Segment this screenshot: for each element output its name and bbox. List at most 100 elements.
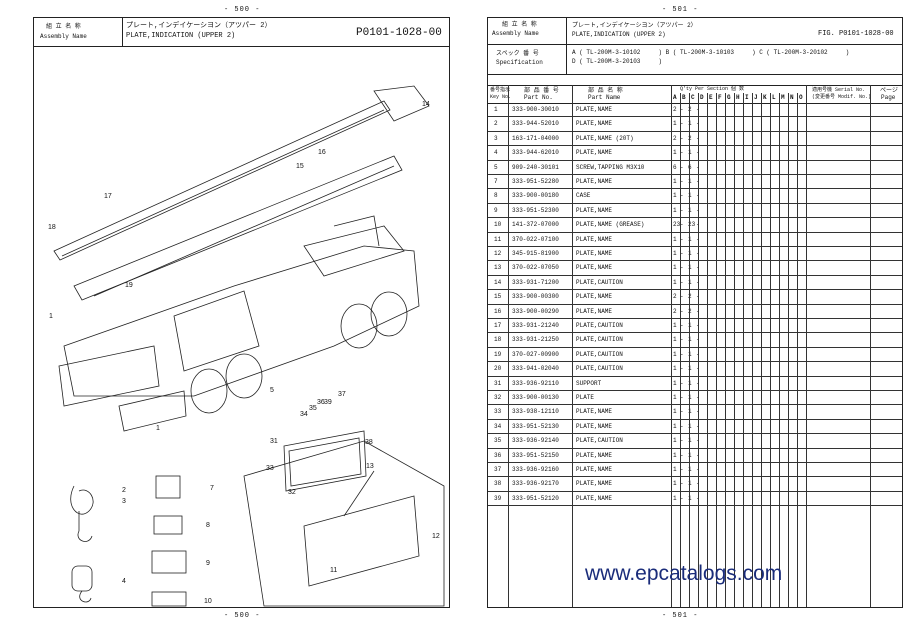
part-number-cell: 333-941-02040: [512, 365, 559, 373]
section-letter: C: [691, 94, 695, 101]
qty-d-cell: -: [696, 250, 700, 257]
row-divider: [488, 505, 902, 507]
qty-d-cell: -: [696, 494, 700, 502]
qty-d-cell: -: [696, 379, 700, 387]
header-key-jp: 番号指示: [490, 87, 511, 93]
svg-text:4: 4: [122, 578, 126, 585]
qty-d-cell: -: [696, 221, 700, 229]
qty-b-cell: -: [680, 365, 684, 373]
key-cell: 37: [494, 466, 502, 473]
key-cell: 35: [494, 437, 502, 445]
svg-text:31: 31: [270, 438, 278, 445]
section-letter: H: [736, 94, 740, 101]
section-letter: M: [781, 94, 785, 101]
plate-set-detail: [283, 430, 367, 492]
svg-text:35: 35: [309, 405, 317, 412]
qty-b-cell: -: [680, 350, 684, 358]
svg-text:13: 13: [366, 463, 374, 470]
part-name-cell: SCREW,TAPPING M3X10: [576, 163, 645, 171]
truck-body: [63, 245, 420, 397]
svg-text:10: 10: [204, 598, 212, 605]
part-number-cell: 333-936-92170: [512, 480, 559, 488]
part-name-cell: PLATE,NAME (20T): [576, 134, 634, 142]
key-cell: 1: [494, 106, 498, 113]
qty-d-cell: -: [696, 235, 700, 243]
qty-b-cell: -: [680, 379, 684, 387]
header-page-jp: ページ: [880, 87, 898, 94]
part-name-cell: PLATE,NAME (GREASE): [576, 221, 645, 229]
part-number-cell: 333-951-52120: [512, 494, 559, 502]
row-divider: [488, 418, 902, 420]
part-number-cell: 333-931-71200: [512, 278, 559, 286]
svg-text:18: 18: [48, 224, 56, 231]
swivel-block: [71, 565, 93, 592]
key-cell: 19: [494, 350, 502, 358]
spec-line-2: D ( TL-200M-3-20103 ): [572, 58, 663, 65]
qty-d-cell: -: [696, 350, 700, 358]
qty-b-cell: -: [680, 336, 684, 344]
part-name-cell: PLATE,CAUTION: [576, 336, 623, 344]
svg-text:1: 1: [49, 313, 53, 320]
qty-a-cell: 1: [673, 451, 677, 459]
part-number-cell: 345-915-81900: [512, 250, 559, 257]
key-cell: 32: [494, 394, 502, 401]
part-name-cell: PLATE,NAME: [576, 466, 613, 473]
qty-d-cell: -: [696, 336, 700, 344]
qty-d-cell: -: [696, 322, 700, 329]
section-column-line: [707, 93, 708, 607]
qty-a-cell: 1: [673, 192, 677, 200]
row-divider: [488, 231, 902, 233]
assembly-code: P0101-1028-00: [356, 27, 442, 39]
svg-text:37: 37: [338, 391, 346, 398]
right-page-number-bottom: - 501 -: [662, 612, 699, 620]
assembly-name-jp: 組 立 名 称: [46, 23, 81, 30]
header-qty: Q'ty Per Section 個 数: [680, 86, 745, 92]
boom-head: [373, 85, 430, 122]
qty-b-cell: -: [680, 278, 684, 286]
right-header: 組 立 名 称 Assembly Name プレート,インデイケーシヨン（アツパ…: [488, 18, 902, 45]
qty-a-cell: 1: [673, 264, 677, 272]
section-column-line: [725, 93, 726, 607]
key-cell: 33: [494, 408, 502, 416]
watermark: www.epcatalogs.com: [585, 562, 783, 585]
title-jp: プレート,インデイケーシヨン（アツパー 2）: [572, 22, 697, 29]
qty-d-cell: -: [696, 394, 700, 401]
row-divider: [488, 217, 902, 219]
row-divider: [488, 260, 902, 262]
part-name-cell: PLATE,NAME: [576, 149, 613, 157]
qty-a-cell: 1: [673, 120, 677, 128]
key-cell: 39: [494, 494, 502, 502]
superstructure: [303, 225, 405, 277]
svg-text:14: 14: [422, 101, 430, 108]
right-page: 組 立 名 称 Assembly Name プレート,インデイケーシヨン（アツパ…: [487, 17, 903, 608]
header-serial-en: (変更番号 Modif. No.): [812, 94, 872, 100]
wheel-1: [190, 368, 228, 414]
header-page-en: Page: [881, 94, 896, 101]
section-letter: G: [727, 94, 731, 101]
qty-d-cell: -: [696, 134, 700, 142]
qty-b-cell: -: [680, 322, 684, 329]
qty-a-cell: 1: [673, 235, 677, 243]
row-divider: [488, 433, 902, 435]
row-divider: [488, 361, 902, 363]
section-letter: E: [709, 94, 713, 101]
key-cell: 34: [494, 422, 502, 430]
spec-line-1: A ( TL-200M-3-10102 ) B ( TL-200M-3-1010…: [572, 49, 850, 56]
part-name-cell: PLATE,NAME: [576, 494, 613, 502]
part-number-cell: 909-240-30101: [512, 163, 559, 171]
row-divider: [488, 375, 902, 377]
cab: [173, 290, 260, 372]
header-name-en: Part Name: [588, 94, 621, 101]
qty-b-cell: -: [680, 494, 684, 502]
part-number-cell: 333-900-30010: [512, 106, 559, 113]
key-cell: 15: [494, 293, 502, 301]
part-name-cell: PLATE,NAME: [576, 106, 613, 113]
section-column-line: [779, 93, 780, 607]
boom-outer: [53, 100, 391, 261]
part-name-cell: PLATE,NAME: [576, 451, 613, 459]
